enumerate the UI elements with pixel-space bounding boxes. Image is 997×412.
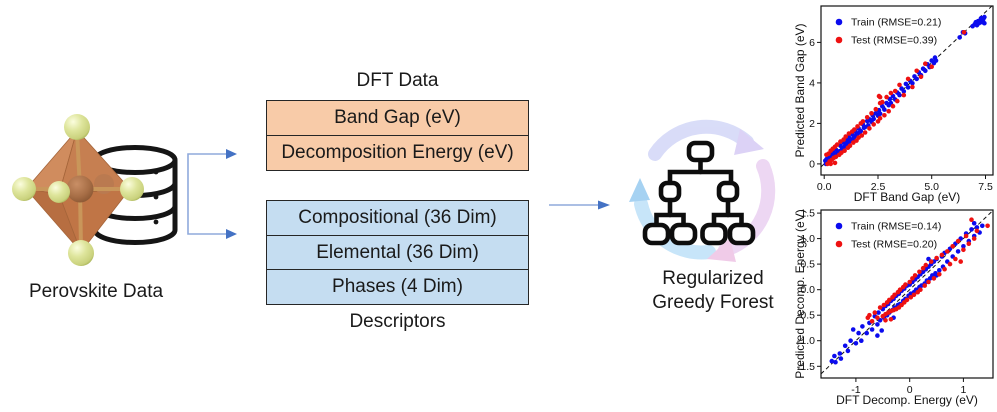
svg-text:-0.5: -0.5 <box>797 310 815 322</box>
svg-text:Predicted Band Gap (eV): Predicted Band Gap (eV) <box>795 23 807 157</box>
svg-text:DFT Band Gap (eV): DFT Band Gap (eV) <box>854 190 961 204</box>
svg-text:1.5: 1.5 <box>800 208 815 220</box>
top-vertex-atom <box>64 114 90 140</box>
tree-nodes <box>642 140 756 246</box>
svg-text:0.5: 0.5 <box>800 259 815 271</box>
descriptor-boxes: Compositional (36 Dim) Elemental (36 Dim… <box>266 200 529 305</box>
svg-text:1: 1 <box>960 384 966 396</box>
svg-text:0: 0 <box>809 158 815 170</box>
svg-text:0.0: 0.0 <box>800 284 815 296</box>
svg-text:0.0: 0.0 <box>817 181 832 193</box>
descriptors-title: Descriptors <box>349 311 446 332</box>
svg-text:Test (RMSE=0.39): Test (RMSE=0.39) <box>851 35 937 47</box>
center-atom <box>66 175 94 203</box>
rgf-label-line2: Greedy Forest <box>652 291 774 313</box>
rgf-label: Regularized Greedy Forest <box>628 267 798 314</box>
perovskite-label: Perovskite Data <box>28 281 164 302</box>
bottom-vertex-atom <box>68 240 94 266</box>
dft-row-band-gap: Band Gap (eV) <box>266 100 529 136</box>
svg-text:Predicted Decomp. Energy (eV): Predicted Decomp. Energy (eV) <box>795 209 807 378</box>
database-dots <box>153 169 159 225</box>
left-vertex-atom <box>12 177 36 201</box>
arrowhead-right <box>598 200 610 210</box>
svg-text:Train (RMSE=0.14): Train (RMSE=0.14) <box>851 221 941 233</box>
split-arrow-connector <box>187 149 237 239</box>
svg-text:-1.5: -1.5 <box>797 361 815 373</box>
arrowhead-bottom <box>226 229 237 239</box>
svg-text:6: 6 <box>809 37 815 49</box>
svg-text:Train (RMSE=0.21): Train (RMSE=0.21) <box>851 17 941 29</box>
band-gap-parity-plot: 0.0 2.5 5.0 7.5 0 2 4 6 Train (RMSE=0.21) Test (R… <box>793 0 997 204</box>
descriptor-row-phases: Phases (4 Dim) <box>266 269 529 305</box>
svg-text:-1: -1 <box>851 384 860 396</box>
svg-text:-1.0: -1.0 <box>797 335 815 347</box>
svg-text:DFT Decomp. Energy (eV): DFT Decomp. Energy (eV) <box>836 393 978 407</box>
dft-row-decomposition-energy: Decomposition Energy (eV) <box>266 134 529 171</box>
svg-text:Test (RMSE=0.20): Test (RMSE=0.20) <box>851 239 937 251</box>
svg-text:2.5: 2.5 <box>871 181 886 193</box>
right-vertex-atom <box>120 177 144 201</box>
svg-text:7.5: 7.5 <box>978 181 993 193</box>
rgf-icon <box>629 119 776 262</box>
flow-arrow <box>549 200 610 210</box>
svg-text:0: 0 <box>907 384 913 396</box>
rgf-label-line1: Regularized <box>662 268 764 289</box>
descriptor-row-elemental: Elemental (36 Dim) <box>266 234 529 271</box>
arrowhead-top <box>226 149 237 159</box>
front-vertex-atom <box>48 181 70 203</box>
svg-text:1.0: 1.0 <box>800 233 815 245</box>
cycle-arrowheads <box>629 129 764 262</box>
svg-text:4: 4 <box>809 77 815 89</box>
perovskite-structure-graphic <box>12 114 178 266</box>
decomp-energy-parity-plot: -1 0 1 1.5 1.0 0.5 0.0 -0.5 -1.0 -1.5 Train (RMSE=… <box>793 204 997 407</box>
svg-text:5.0: 5.0 <box>924 181 939 193</box>
descriptor-row-compositional: Compositional (36 Dim) <box>266 200 529 236</box>
dft-data-boxes: Band Gap (eV) Decomposition Energy (eV) <box>266 100 529 171</box>
dft-data-title: DFT Data <box>356 70 439 91</box>
svg-text:2: 2 <box>809 118 815 130</box>
